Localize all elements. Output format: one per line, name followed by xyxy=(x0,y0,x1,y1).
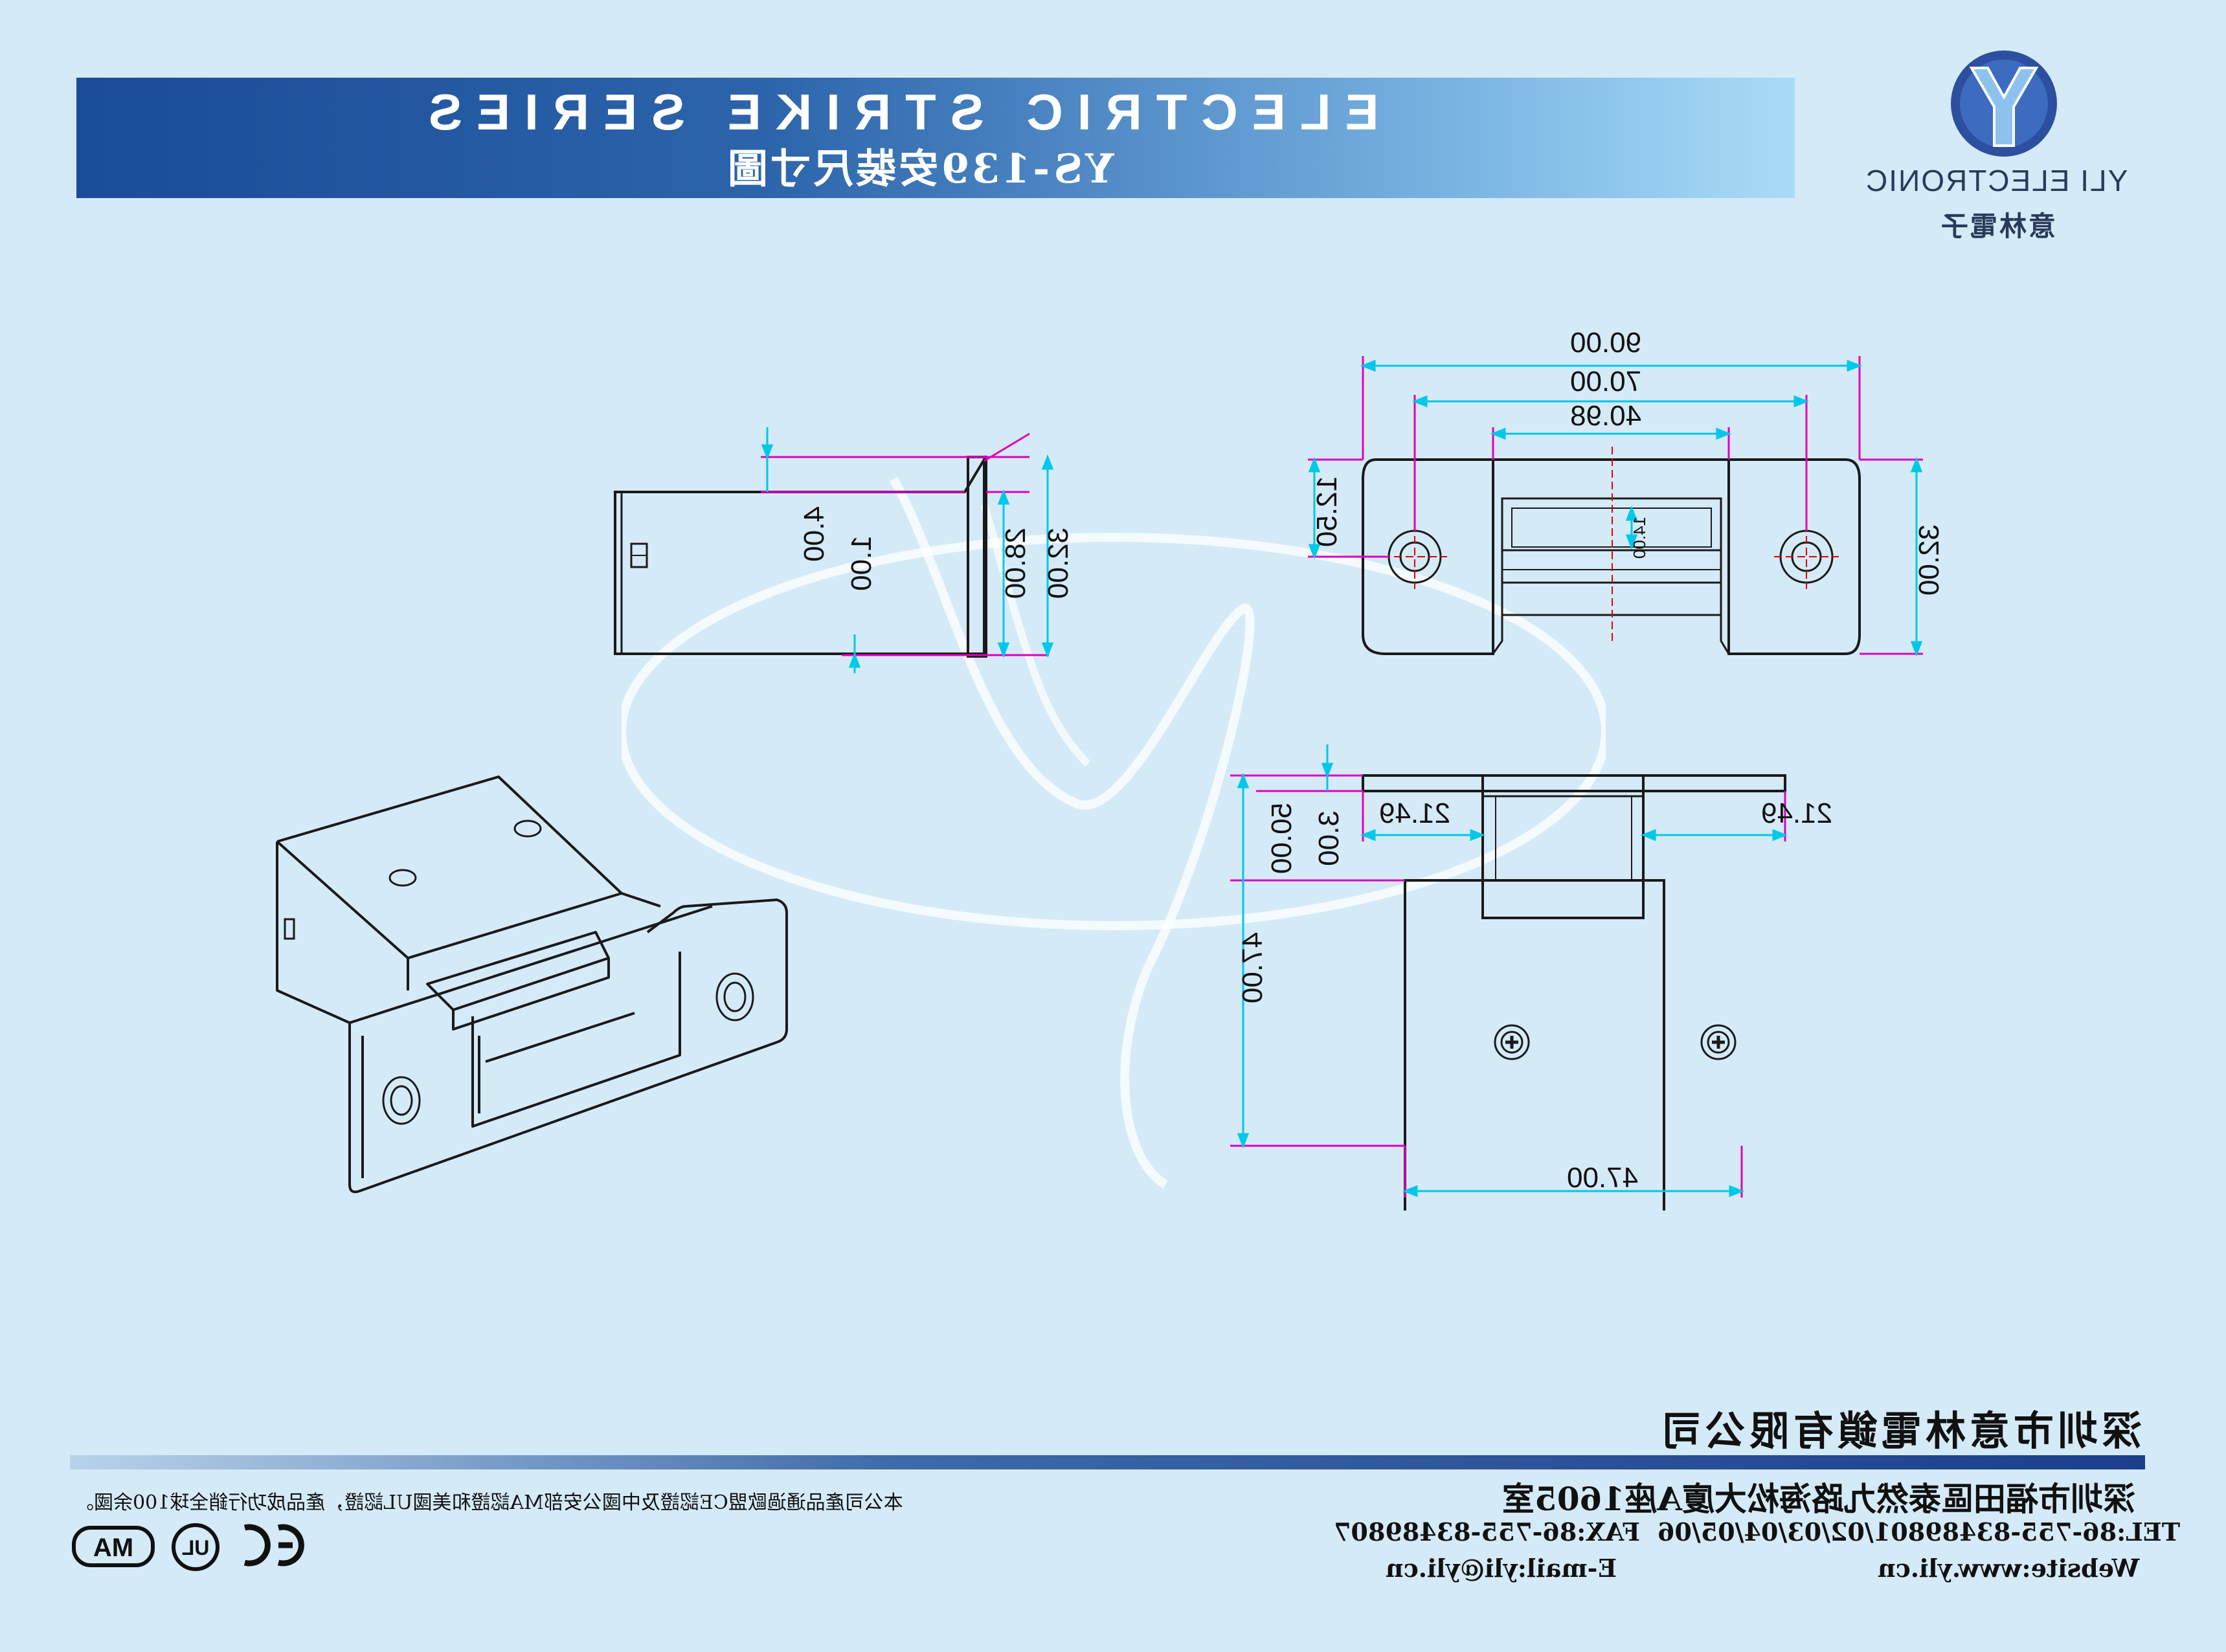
email-link[interactable]: E-mail:yli@yli.cn xyxy=(1386,1554,1617,1583)
ce-mark-icon xyxy=(243,1524,304,1567)
top-dim-21-49-left: 21.49 xyxy=(1379,798,1451,829)
svg-text:UL: UL xyxy=(182,1536,210,1559)
telephone: TEL:86-755-83489801/02/03/04/05/06 xyxy=(1658,1517,2181,1546)
front-dim-32: 32.00 xyxy=(1913,524,1946,596)
ma-mark-icon: MA xyxy=(72,1526,155,1567)
front-view-drawing xyxy=(1308,356,1923,657)
logo-brand-en: YLI ELECTRONIC xyxy=(1865,164,2128,197)
footer-rule xyxy=(70,1455,2145,1469)
front-dim-70: 70.00 xyxy=(1570,366,1642,397)
certification-note: 本公司產品通過歐盟CE認證及中國公安部MA認證和美國UL認證，產品成功行銷全球1… xyxy=(74,1491,903,1514)
website-link[interactable]: Website:www.yli.cn xyxy=(1878,1554,2140,1583)
title-banner xyxy=(76,78,1795,198)
front-dim-40-98: 40.98 xyxy=(1570,400,1642,432)
top-dim-67: 47.00 xyxy=(1237,932,1269,1004)
front-dim-90: 90.00 xyxy=(1570,327,1642,359)
front-dim-12-5: 12.50 xyxy=(1311,475,1343,548)
top-view-drawing xyxy=(1230,744,1788,1211)
front-dim-14: 14.00 xyxy=(1630,516,1650,559)
isometric-view-drawing xyxy=(276,776,788,1194)
side-dim-32: 32.00 xyxy=(1042,527,1075,599)
banner-title: ELECTRIC STRIKE SERIES xyxy=(414,84,1379,140)
side-dim-1: 1.00 xyxy=(845,535,877,591)
ul-mark-icon: UL xyxy=(172,1523,219,1571)
svg-text:MA: MA xyxy=(93,1534,133,1562)
top-dim-47: 47.00 xyxy=(1567,1162,1639,1194)
side-view-drawing xyxy=(614,427,1054,673)
fax: FAX:86-755-83489807 xyxy=(1334,1517,1641,1546)
company-name: 深圳市意林電鎖有限公司 xyxy=(1658,1409,2142,1454)
logo-brand-cn: 意林電子 xyxy=(1939,211,2056,241)
side-dim-4: 4.00 xyxy=(798,506,830,562)
company-address: 深圳市福田區泰然九路海松大廈A座1605室 xyxy=(1502,1480,2135,1518)
top-dim-3: 3.00 xyxy=(1312,810,1345,866)
side-dim-28: 28.00 xyxy=(1000,527,1032,599)
top-dim-21-49-right: 21.49 xyxy=(1761,798,1833,829)
yli-watermark xyxy=(622,476,1606,1189)
banner-subtitle: YS-139安裝尺寸圖 xyxy=(725,145,1114,192)
yli-logo-icon xyxy=(1951,50,2057,157)
top-dim-50: 50.00 xyxy=(1266,802,1298,875)
